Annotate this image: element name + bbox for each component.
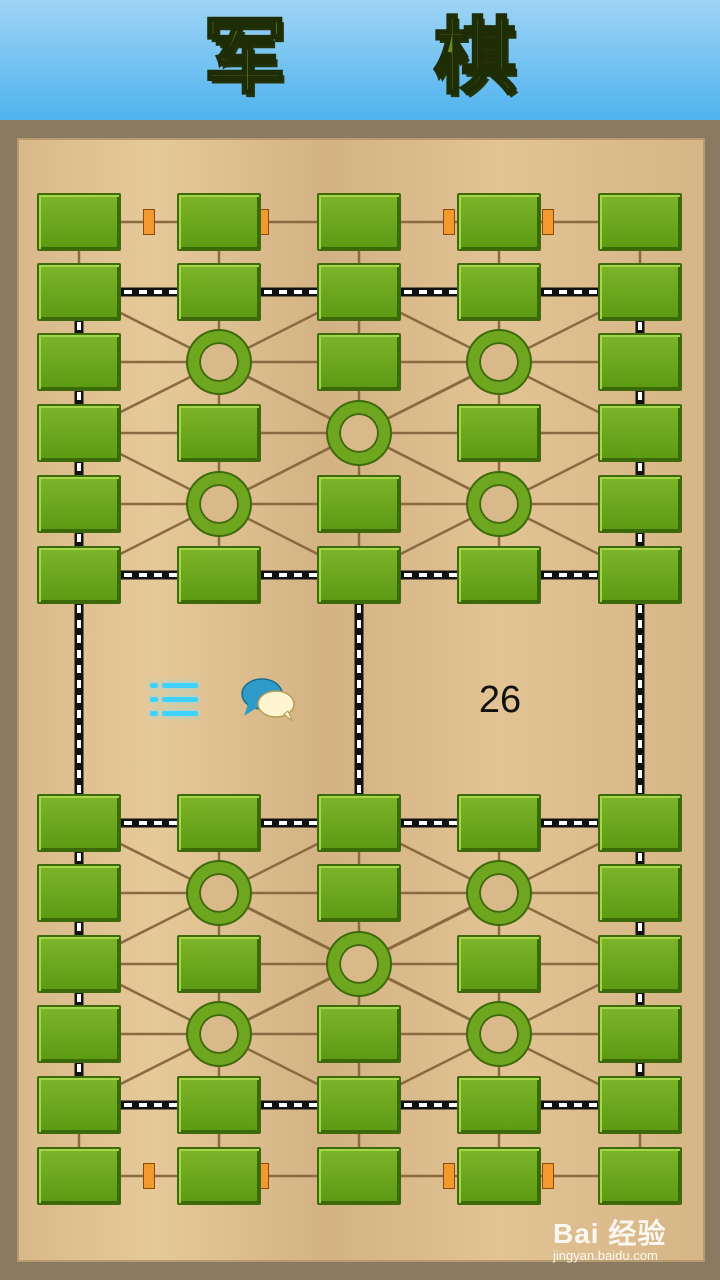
station-position[interactable] bbox=[598, 546, 682, 604]
station-position[interactable] bbox=[598, 1147, 682, 1205]
station-position[interactable] bbox=[317, 193, 401, 251]
station-position[interactable] bbox=[317, 263, 401, 321]
station-position[interactable] bbox=[177, 935, 261, 993]
headquarters-marker bbox=[443, 1163, 455, 1189]
station-position[interactable] bbox=[177, 404, 261, 462]
station-position[interactable] bbox=[598, 1005, 682, 1063]
headquarters-marker bbox=[143, 209, 155, 235]
station-position[interactable] bbox=[37, 475, 121, 533]
game-title: 军 棋 bbox=[202, 9, 577, 107]
move-counter: 26 bbox=[478, 679, 522, 721]
station-position[interactable] bbox=[457, 935, 541, 993]
station-position[interactable] bbox=[317, 333, 401, 391]
station-position[interactable] bbox=[37, 794, 121, 852]
baidu-watermark: Bai 经验 jingyan.baidu.com bbox=[545, 1210, 715, 1270]
camp-position[interactable] bbox=[468, 1003, 530, 1065]
camp-position[interactable] bbox=[468, 862, 530, 924]
menu-icon[interactable] bbox=[150, 680, 200, 720]
station-position[interactable] bbox=[598, 263, 682, 321]
station-position[interactable] bbox=[37, 935, 121, 993]
headquarters-marker bbox=[542, 1163, 554, 1189]
station-position[interactable] bbox=[317, 1076, 401, 1134]
station-position[interactable] bbox=[457, 546, 541, 604]
station-position[interactable] bbox=[457, 1147, 541, 1205]
station-position[interactable] bbox=[317, 546, 401, 604]
station-position[interactable] bbox=[598, 864, 682, 922]
chat-bubbles-icon[interactable] bbox=[240, 676, 298, 722]
station-position[interactable] bbox=[177, 794, 261, 852]
station-position[interactable] bbox=[457, 794, 541, 852]
headquarters-marker bbox=[542, 209, 554, 235]
station-position[interactable] bbox=[37, 864, 121, 922]
watermark-url: jingyan.baidu.com bbox=[553, 1248, 658, 1263]
station-position[interactable] bbox=[37, 1076, 121, 1134]
station-position[interactable] bbox=[598, 935, 682, 993]
headquarters-marker bbox=[443, 209, 455, 235]
watermark-brand: Bai 经验 bbox=[553, 1218, 667, 1249]
station-position[interactable] bbox=[177, 546, 261, 604]
station-position[interactable] bbox=[317, 794, 401, 852]
station-position[interactable] bbox=[598, 1076, 682, 1134]
camp-position[interactable] bbox=[188, 331, 250, 393]
station-position[interactable] bbox=[317, 1147, 401, 1205]
station-position[interactable] bbox=[598, 404, 682, 462]
station-position[interactable] bbox=[457, 1076, 541, 1134]
camp-position[interactable] bbox=[468, 331, 530, 393]
station-position[interactable] bbox=[37, 404, 121, 462]
station-position[interactable] bbox=[457, 193, 541, 251]
camp-position[interactable] bbox=[188, 1003, 250, 1065]
station-position[interactable] bbox=[177, 1076, 261, 1134]
camp-position[interactable] bbox=[328, 402, 390, 464]
station-position[interactable] bbox=[177, 1147, 261, 1205]
station-position[interactable] bbox=[37, 1005, 121, 1063]
station-position[interactable] bbox=[317, 864, 401, 922]
camp-position[interactable] bbox=[188, 862, 250, 924]
station-position[interactable] bbox=[37, 546, 121, 604]
station-position[interactable] bbox=[37, 1147, 121, 1205]
station-position[interactable] bbox=[598, 193, 682, 251]
station-position[interactable] bbox=[598, 475, 682, 533]
station-position[interactable] bbox=[598, 794, 682, 852]
station-position[interactable] bbox=[598, 333, 682, 391]
station-position[interactable] bbox=[317, 1005, 401, 1063]
station-position[interactable] bbox=[37, 193, 121, 251]
camp-position[interactable] bbox=[328, 933, 390, 995]
station-position[interactable] bbox=[457, 404, 541, 462]
station-position[interactable] bbox=[317, 475, 401, 533]
station-position[interactable] bbox=[457, 263, 541, 321]
headquarters-marker bbox=[143, 1163, 155, 1189]
station-position[interactable] bbox=[177, 193, 261, 251]
camp-position[interactable] bbox=[468, 473, 530, 535]
station-position[interactable] bbox=[37, 263, 121, 321]
station-position[interactable] bbox=[37, 333, 121, 391]
camp-position[interactable] bbox=[188, 473, 250, 535]
title-banner: 军 棋 bbox=[0, 0, 720, 120]
station-position[interactable] bbox=[177, 263, 261, 321]
